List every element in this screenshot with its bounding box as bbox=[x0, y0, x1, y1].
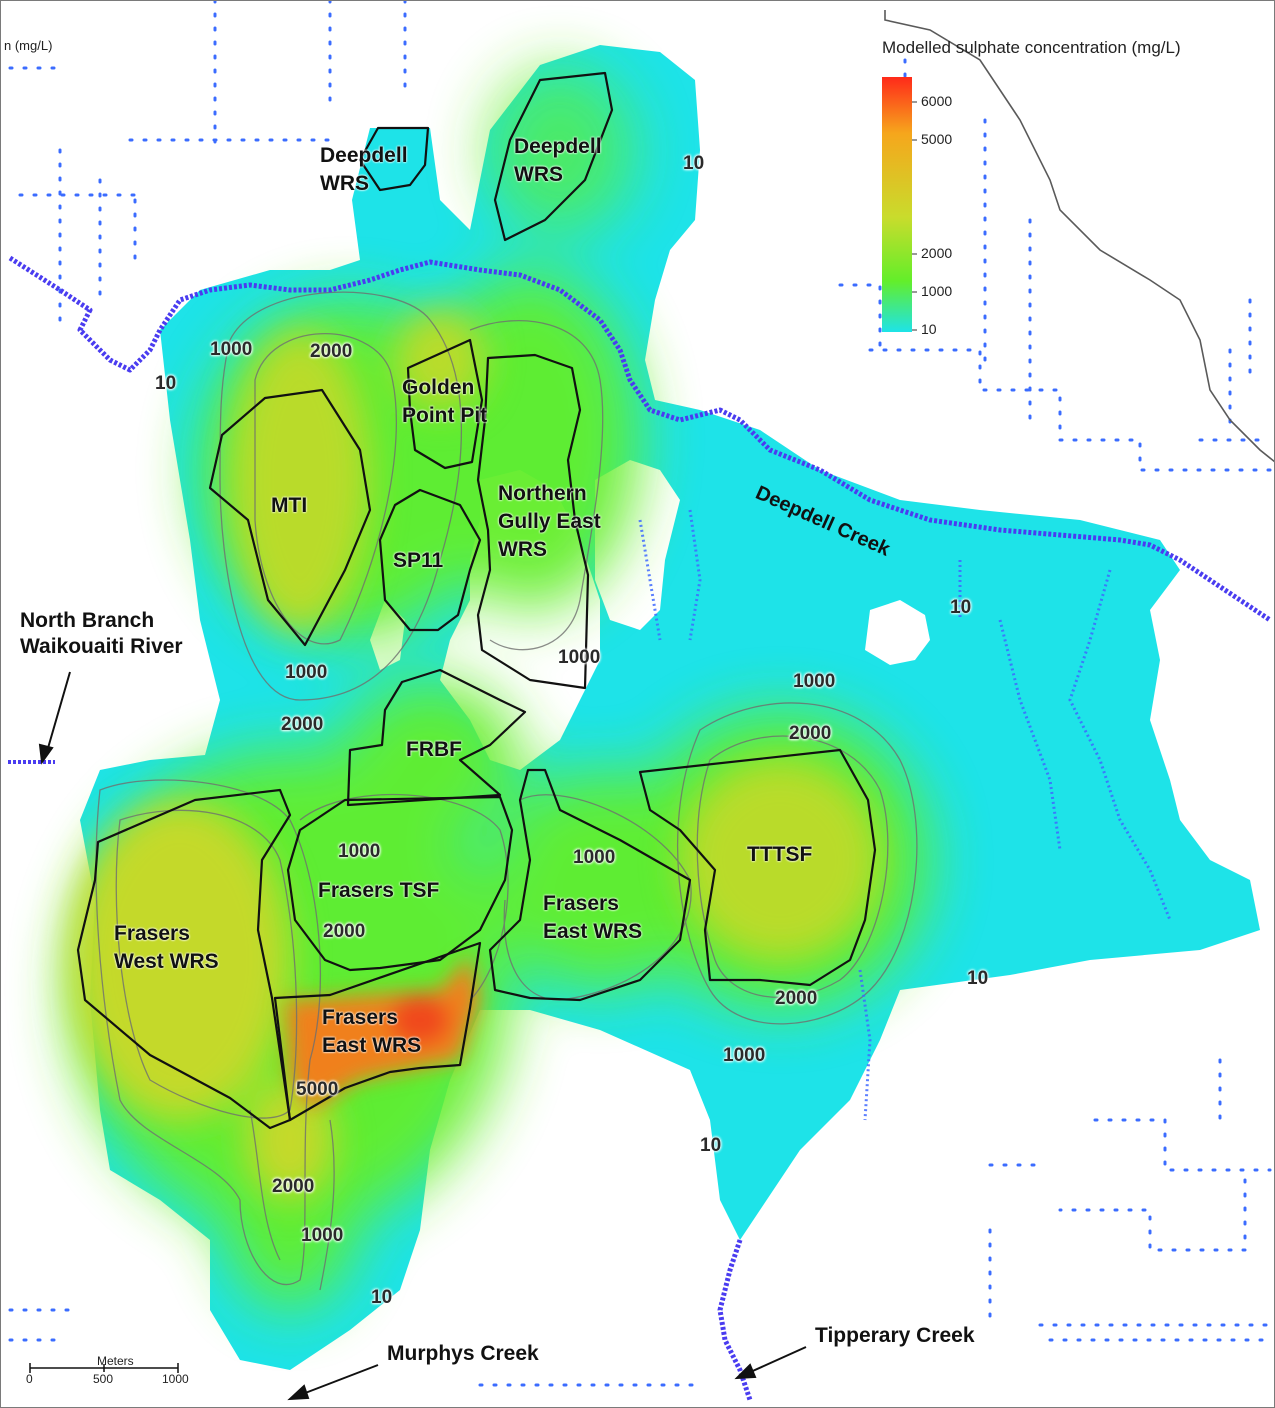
contour-label: 5000 bbox=[296, 1079, 339, 1100]
scale-bar-title: Meters bbox=[97, 1354, 134, 1368]
contour-label: 10 bbox=[950, 597, 972, 618]
scale-tick: 1000 bbox=[162, 1372, 189, 1386]
contour-label: 10 bbox=[700, 1135, 722, 1156]
creek-tributaries bbox=[638, 509, 1172, 1121]
legend-tick: 10 bbox=[921, 321, 937, 337]
contour-label: 1000 bbox=[301, 1225, 344, 1246]
label-murphys-creek: Murphys Creek bbox=[387, 1342, 539, 1365]
legend-tick: 5000 bbox=[921, 131, 953, 147]
road-line bbox=[884, 10, 1275, 463]
area-label-frasers-tsf: Frasers TSF bbox=[318, 879, 440, 902]
legend-fragment: n (mg/L) bbox=[4, 38, 53, 53]
pointer-arrows bbox=[38, 671, 807, 1401]
contour-label: 1000 bbox=[723, 1045, 766, 1066]
contour-label: 2000 bbox=[281, 714, 324, 735]
area-label-sp11: SP11 bbox=[393, 549, 444, 572]
legend-tick: 6000 bbox=[921, 93, 953, 109]
contour-label: 10 bbox=[155, 373, 177, 394]
label-tipperary-creek: Tipperary Creek bbox=[815, 1324, 975, 1347]
model-grid-dots bbox=[8, 0, 1272, 1387]
facility-outlines bbox=[76, 71, 877, 1130]
contour-label: 1000 bbox=[793, 671, 836, 692]
scale-tick: 0 bbox=[26, 1372, 33, 1386]
legend-title: Modelled sulphate concentration (mg/L) bbox=[882, 38, 1181, 57]
contour-label: 1000 bbox=[558, 647, 601, 668]
scale-tick: 500 bbox=[93, 1372, 114, 1386]
contour-label: 2000 bbox=[310, 341, 353, 362]
contour-label: 1000 bbox=[573, 847, 616, 868]
contour-label: 10 bbox=[683, 153, 705, 174]
contour-label: 1000 bbox=[338, 841, 381, 862]
plume bbox=[70, 45, 1260, 1370]
legend-color-ramp bbox=[882, 77, 912, 332]
scale-bar-graphic bbox=[29, 1363, 179, 1373]
legend-tick: 2000 bbox=[921, 245, 953, 261]
contour-lines bbox=[95, 291, 918, 1291]
contour-label: 1000 bbox=[210, 339, 253, 360]
contour-label: 1000 bbox=[285, 662, 328, 683]
area-label-tttsf: TTTSF bbox=[747, 843, 813, 866]
contour-label: 2000 bbox=[775, 988, 818, 1009]
contour-label: 2000 bbox=[323, 921, 366, 942]
contour-label: 10 bbox=[371, 1287, 393, 1308]
area-label-frbf: FRBF bbox=[406, 738, 462, 761]
contour-label: 2000 bbox=[789, 723, 832, 744]
area-label-mti: MTI bbox=[271, 494, 308, 517]
legend-tick: 1000 bbox=[921, 283, 953, 299]
contour-label: 10 bbox=[967, 968, 989, 989]
contour-label: 2000 bbox=[272, 1176, 315, 1197]
